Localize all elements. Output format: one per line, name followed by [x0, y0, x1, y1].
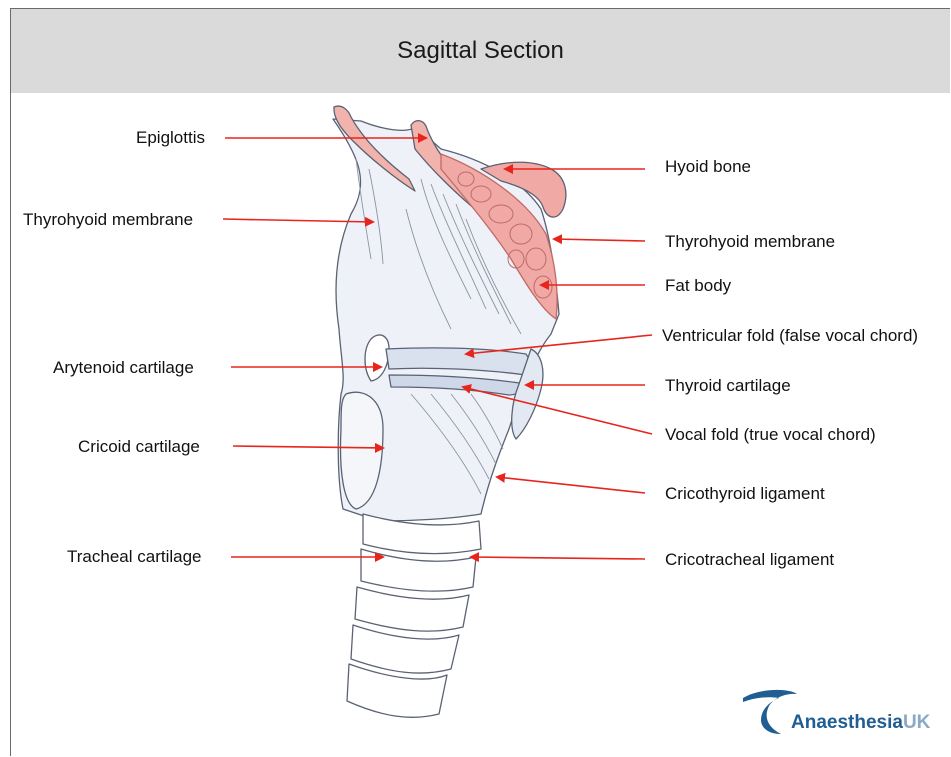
diagram-frame: Sagittal Section — [10, 8, 950, 756]
label-vocal-fold: Vocal fold (true vocal chord) — [665, 425, 876, 445]
label-arytenoid-cartilage: Arytenoid cartilage — [53, 358, 194, 378]
brand-logo: AnaesthesiaUK — [739, 684, 949, 744]
label-cricotracheal-ligament: Cricotracheal ligament — [665, 550, 834, 570]
label-thyroid-cartilage: Thyroid cartilage — [665, 376, 791, 396]
label-thyrohyoid-membrane-left: Thyrohyoid membrane — [23, 210, 193, 230]
brand-name: AnaesthesiaUK — [791, 712, 930, 734]
label-tracheal-cartilage: Tracheal cartilage — [67, 547, 202, 567]
label-fat-body: Fat body — [665, 276, 731, 296]
label-epiglottis: Epiglottis — [136, 128, 205, 148]
larynx-illustration — [11, 9, 950, 756]
larynx-drawing — [333, 106, 566, 717]
label-thyrohyoid-membrane-right: Thyrohyoid membrane — [665, 232, 835, 252]
label-ventricular-fold: Ventricular fold (false vocal chord) — [662, 326, 918, 346]
arrow-cricotracheal — [471, 557, 645, 559]
label-hyoid-bone: Hyoid bone — [665, 157, 751, 177]
label-cricothyroid-ligament: Cricothyroid ligament — [665, 484, 825, 504]
arrow-cricothyroid — [497, 477, 645, 493]
trachea — [347, 514, 481, 717]
arrow-thyrohyoid-right — [554, 239, 645, 241]
label-cricoid-cartilage: Cricoid cartilage — [78, 437, 200, 457]
brand-suffix: UK — [903, 712, 930, 733]
brand-main: Anaesthesia — [791, 712, 903, 733]
